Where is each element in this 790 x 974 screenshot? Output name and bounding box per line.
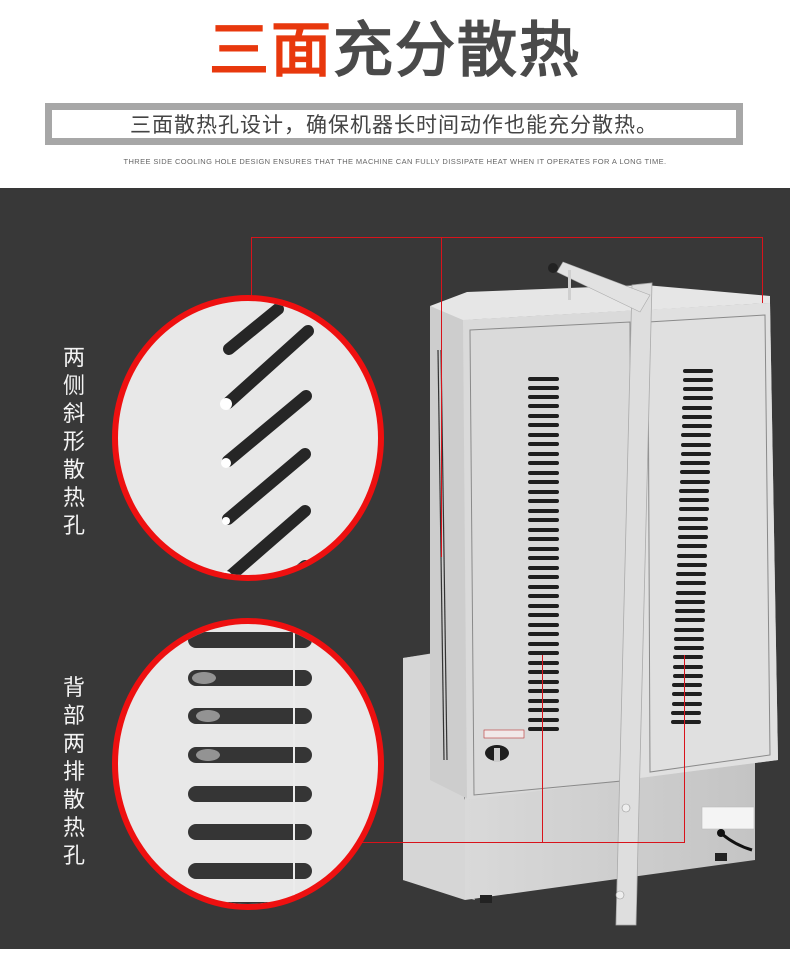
horizontal-vents-detail (188, 624, 312, 904)
subtitle-text: 三面散热孔设计，确保机器长时间动作也能充分散热。 (130, 113, 658, 137)
callout-line-top-left-drop (251, 237, 252, 301)
page-title: 三面充分散热 (0, 16, 790, 86)
label-char: 排 (62, 760, 85, 785)
title-rest: 充分散热 (333, 16, 581, 86)
header: 三面充分散热 三面散热孔设计，确保机器长时间动作也能充分散热。 THREE SI… (0, 0, 790, 188)
back-vents-zoom-circle (112, 618, 384, 910)
label-char: 孔 (62, 844, 85, 869)
back-vents-label: 背 部 两 排 散 热 孔 (59, 675, 89, 871)
english-caption: THREE SIDE COOLING HOLE DESIGN ENSURES T… (123, 157, 667, 166)
label-char: 侧 (62, 374, 85, 399)
label-char: 散 (62, 458, 85, 483)
label-char: 热 (62, 486, 85, 511)
label-char: 部 (62, 704, 85, 729)
label-char: 散 (62, 788, 85, 813)
side-vents-label: 两 侧 斜 形 散 热 孔 (59, 345, 89, 541)
callout-line-bottom-horizontal (360, 842, 685, 843)
label-char: 热 (62, 816, 85, 841)
label-char: 斜 (62, 402, 85, 427)
callout-line-top-mid-drop (441, 237, 442, 557)
callout-line-top-right-drop (762, 237, 763, 303)
product-panel: 两 侧 斜 形 散 热 孔 背 部 两 排 散 热 孔 (0, 188, 790, 949)
label-char: 形 (62, 430, 85, 455)
title-highlight: 三面 (209, 16, 333, 86)
label-char: 两 (62, 732, 85, 757)
callout-line-bottom-left-rise (542, 655, 543, 843)
machine-illustration (403, 261, 778, 926)
diagonal-vents-detail (220, 303, 314, 575)
subtitle-box: 三面散热孔设计，确保机器长时间动作也能充分散热。 (45, 103, 743, 145)
callout-line-bottom-right-rise (684, 655, 685, 843)
callout-line-top-horizontal (251, 237, 763, 238)
label-char: 背 (62, 676, 85, 701)
side-vents-zoom-circle (112, 295, 384, 581)
label-char: 孔 (62, 514, 85, 539)
label-char: 两 (62, 346, 85, 371)
